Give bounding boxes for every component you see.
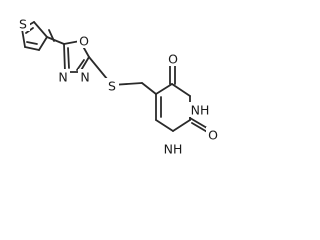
bond: [24, 46, 40, 51]
bond: [141, 82, 157, 95]
bond: [46, 36, 65, 45]
bond: [21, 28, 26, 48]
oxadiazole-nitrogen-left-label: N: [58, 70, 67, 85]
oxadiazole-nitrogen-right-label: N: [80, 70, 89, 85]
bond: [172, 119, 191, 132]
pyrimidine-oxygen-top-label: O: [168, 52, 178, 67]
linker-sulfur-label: S: [108, 79, 116, 94]
bonds: [21, 21, 210, 134]
pyrimidine-nh-bottom-label: NH: [164, 142, 183, 157]
oxadiazole-oxygen-label: O: [79, 34, 89, 49]
bond: [155, 83, 173, 95]
bond: [63, 43, 66, 73]
atom-labels: S O N N S O NH O NH: [16, 16, 220, 157]
bond: [38, 36, 48, 51]
bond: [155, 119, 174, 132]
bond: [76, 59, 85, 71]
bond: [189, 117, 208, 129]
pyrimidine-oxygen-right-label: O: [208, 128, 218, 143]
molecule-structure-diagram: S O N N S O NH O NH: [16, 16, 220, 157]
bond: [33, 21, 48, 38]
bond: [67, 47, 70, 69]
bond: [171, 83, 191, 97]
thiophene-sulfur-label: S: [19, 17, 27, 32]
bond: [26, 41, 38, 45]
pyrimidine-nh-right-label: NH: [191, 103, 210, 118]
